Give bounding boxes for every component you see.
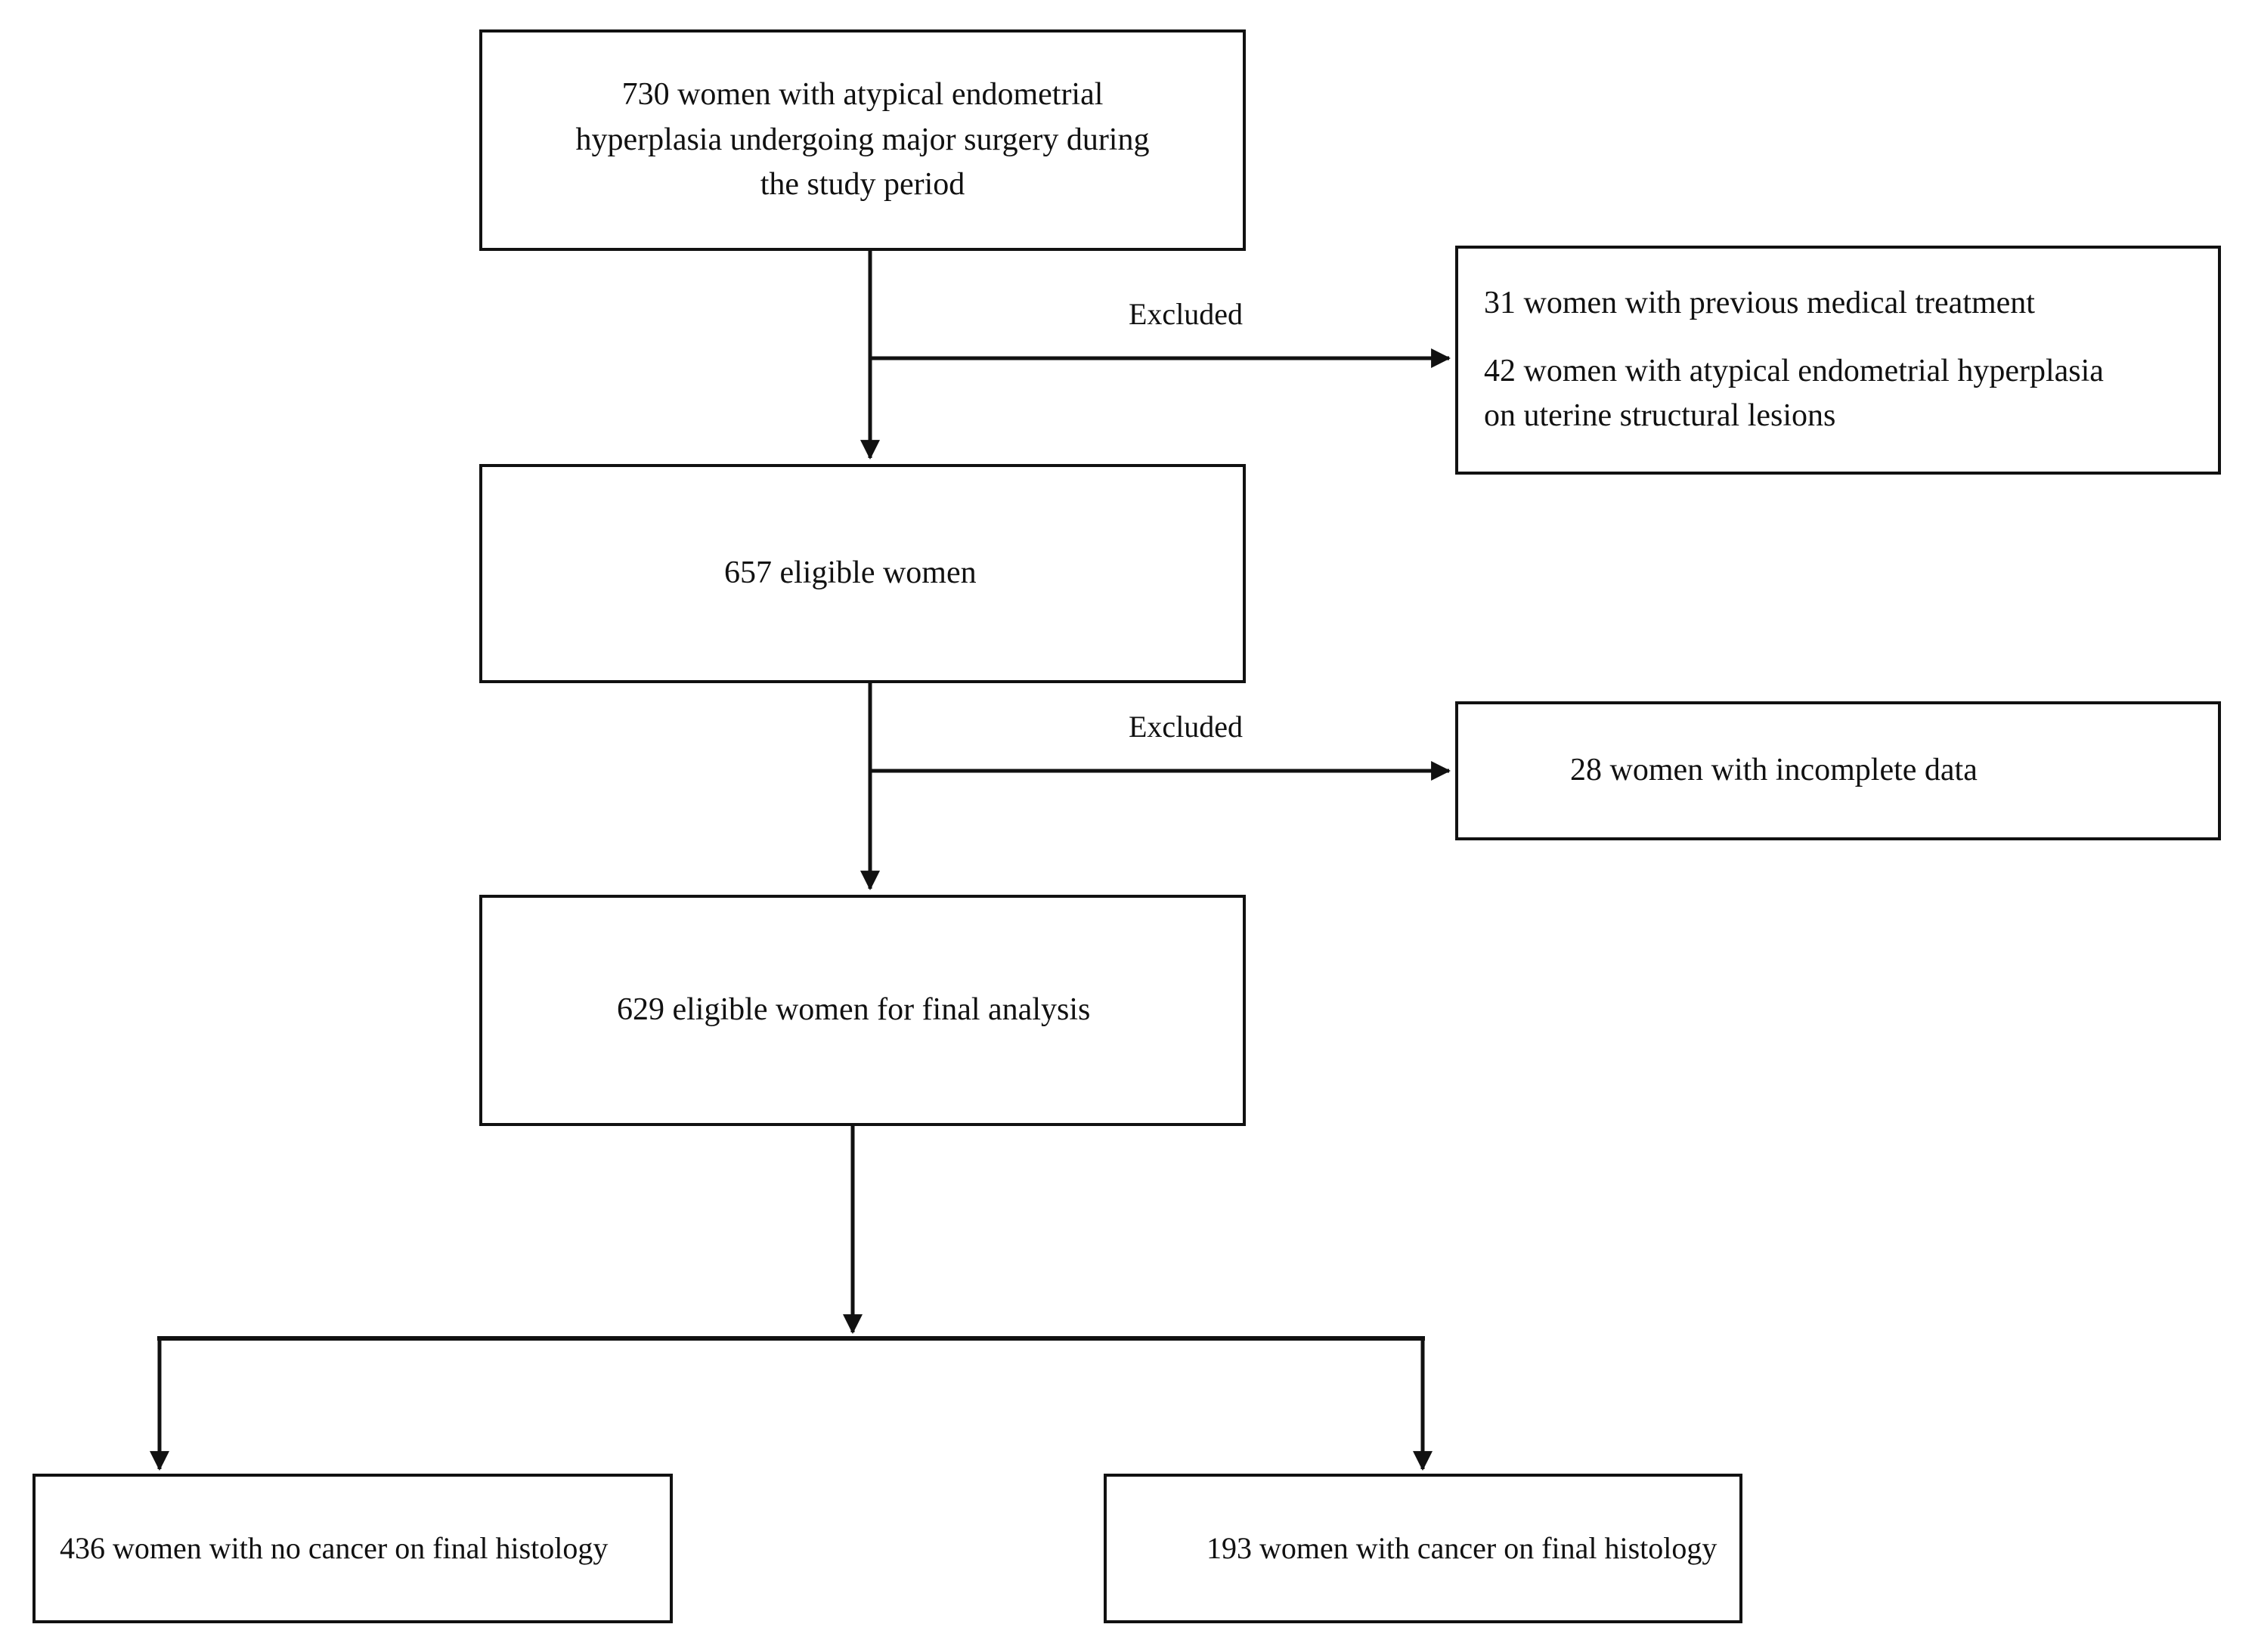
edge-label-excluded-2: Excluded (1129, 710, 1244, 744)
node-exclusion-2-text: 28 women with incomplete data (1570, 753, 1978, 788)
node-outcome-no-cancer: 436 women with no cancer on final histol… (33, 1474, 673, 1623)
node-exclusion-1-para2: 42 women with atypical endometrial hyper… (1484, 349, 2207, 439)
node-exclusion-1-para2-line2: on uterine structural lesions (1484, 398, 1836, 434)
node-exclusion-1: 31 women with previous medical treatment… (1455, 246, 2221, 475)
node-outcome-no-cancer-text: 436 women with no cancer on final histol… (60, 1530, 609, 1565)
node-final-analysis: 629 eligible women for final analysis (479, 895, 1246, 1126)
node-exclusion-1-text: 31 women with previous medical treatment… (1458, 281, 2218, 439)
node-source-cohort-line3: the study period (760, 167, 965, 203)
node-exclusion-2: 28 women with incomplete data (1455, 701, 2221, 840)
node-exclusion-1-para1: 31 women with previous medical treatment (1484, 286, 2035, 321)
node-source-cohort: 730 women with atypical endometrial hype… (479, 29, 1246, 251)
node-final-analysis-text: 629 eligible women for final analysis (617, 992, 1091, 1028)
node-outcome-cancer: 193 women with cancer on final histology (1104, 1474, 1742, 1623)
node-source-cohort-line2: hyperplasia undergoing major surgery dur… (575, 122, 1150, 157)
node-eligible: 657 eligible women (479, 464, 1246, 683)
node-source-cohort-line1: 730 women with atypical endometrial (621, 77, 1104, 113)
node-eligible-text: 657 eligible women (724, 555, 977, 591)
edge-label-excluded-1: Excluded (1129, 297, 1244, 331)
node-source-cohort-text: 730 women with atypical endometrial hype… (482, 73, 1243, 208)
node-exclusion-1-para2-line1: 42 women with atypical endometrial hyper… (1484, 353, 2104, 388)
node-outcome-cancer-text: 193 women with cancer on final histology (1206, 1530, 1718, 1565)
